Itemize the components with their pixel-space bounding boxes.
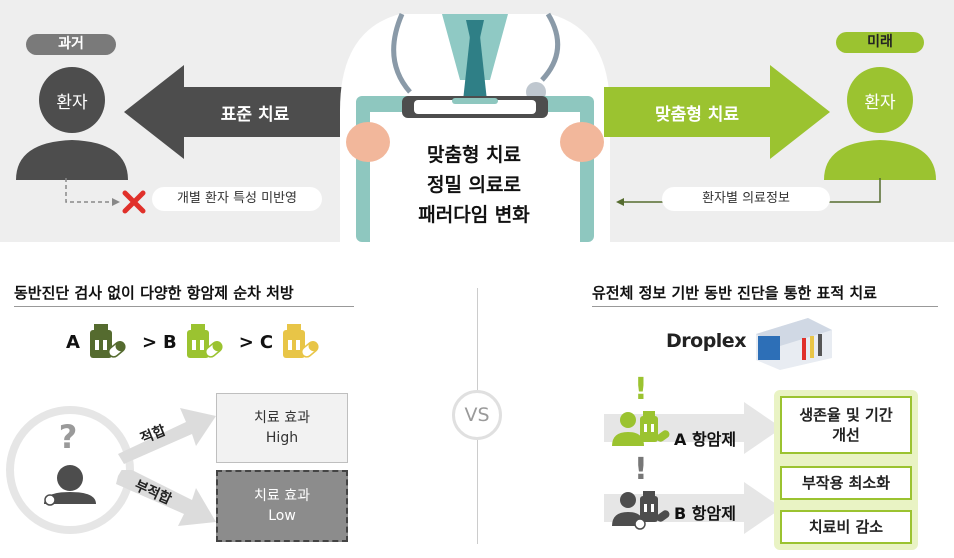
standard-arrow bbox=[124, 65, 350, 159]
drug-a-letter: A bbox=[66, 331, 80, 353]
seq-gt-2: > bbox=[238, 331, 254, 353]
effect-low-line1: 치료 효과 bbox=[254, 488, 310, 504]
future-badge: 미래 bbox=[836, 32, 924, 53]
patient-left-icon bbox=[16, 67, 128, 180]
drug-b-row-graphic bbox=[604, 482, 782, 534]
doctor-clipboard-illustration bbox=[340, 12, 610, 242]
patient-left-label: 환자 bbox=[56, 93, 88, 113]
unfit-arrow bbox=[116, 470, 216, 526]
effect-high-line2: High bbox=[265, 430, 299, 446]
outcome-survival-line2: 개선 bbox=[832, 426, 860, 444]
effect-high-line1: 치료 효과 bbox=[254, 410, 310, 426]
right-note: 환자별 의료정보 bbox=[662, 187, 830, 211]
personalized-arrow-label: 맞춤형 치료 bbox=[654, 105, 740, 125]
left-note: 개별 환자 특성 미반영 bbox=[152, 187, 322, 211]
clipboard-line-2: 정밀 의료로 bbox=[426, 174, 521, 196]
outcome-survival: 생존율 및 기간 개선 bbox=[780, 396, 912, 454]
drug-b-icon bbox=[186, 324, 223, 358]
droplex-kit-image bbox=[756, 318, 832, 370]
personalized-arrow bbox=[604, 65, 830, 159]
clipboard-text: 맞춤형 치료 정밀 의료로 패러다임 변화 bbox=[392, 140, 556, 230]
right-section-title: 유전체 정보 기반 동반 진단을 통한 표적 치료 bbox=[592, 284, 877, 302]
clipboard-line-3: 패러다임 변화 bbox=[418, 204, 530, 226]
alert-a-mark: ! bbox=[634, 372, 648, 407]
effect-high-box: 치료 효과 High bbox=[216, 393, 348, 463]
drug-b-letter: B bbox=[163, 331, 177, 353]
right-title-underline bbox=[592, 306, 938, 307]
drug-c-letter: C bbox=[259, 331, 274, 353]
drug-b-label: B 항암제 bbox=[674, 504, 736, 523]
standard-arrow-label: 표준 치료 bbox=[220, 105, 290, 125]
past-badge: 과거 bbox=[26, 34, 116, 55]
outcome-survival-line1: 생존율 및 기간 bbox=[799, 406, 893, 424]
droplex-logo: Droplex bbox=[666, 330, 746, 352]
outcome-cost: 치료비 감소 bbox=[780, 510, 912, 544]
effect-low-box: 치료 효과 Low bbox=[216, 470, 348, 542]
left-section-title: 동반진단 검사 없이 다양한 항암제 순차 처방 bbox=[14, 284, 294, 302]
left-title-underline bbox=[14, 306, 354, 307]
x-mark-icon bbox=[122, 190, 146, 214]
alert-b-mark: ! bbox=[634, 452, 648, 487]
seq-gt-1: > bbox=[141, 331, 158, 353]
vs-badge: VS bbox=[452, 390, 502, 440]
effect-low-line2: Low bbox=[268, 508, 296, 524]
unknown-patient-icon bbox=[6, 406, 134, 534]
patient-right-icon bbox=[824, 67, 936, 180]
drug-a-row-graphic bbox=[604, 402, 782, 454]
drug-c-icon bbox=[283, 324, 319, 358]
question-mark: ? bbox=[58, 418, 78, 456]
drug-a-label: A 항암제 bbox=[674, 430, 737, 449]
fit-arrow bbox=[118, 408, 216, 464]
left-connector bbox=[65, 178, 120, 206]
drug-a-icon bbox=[89, 324, 126, 358]
clipboard-line-1: 맞춤형 치료 bbox=[426, 144, 521, 166]
patient-right-label: 환자 bbox=[864, 93, 896, 113]
drug-sequence: A > B > C bbox=[66, 320, 319, 364]
outcome-side-effects: 부작용 최소화 bbox=[780, 466, 912, 500]
